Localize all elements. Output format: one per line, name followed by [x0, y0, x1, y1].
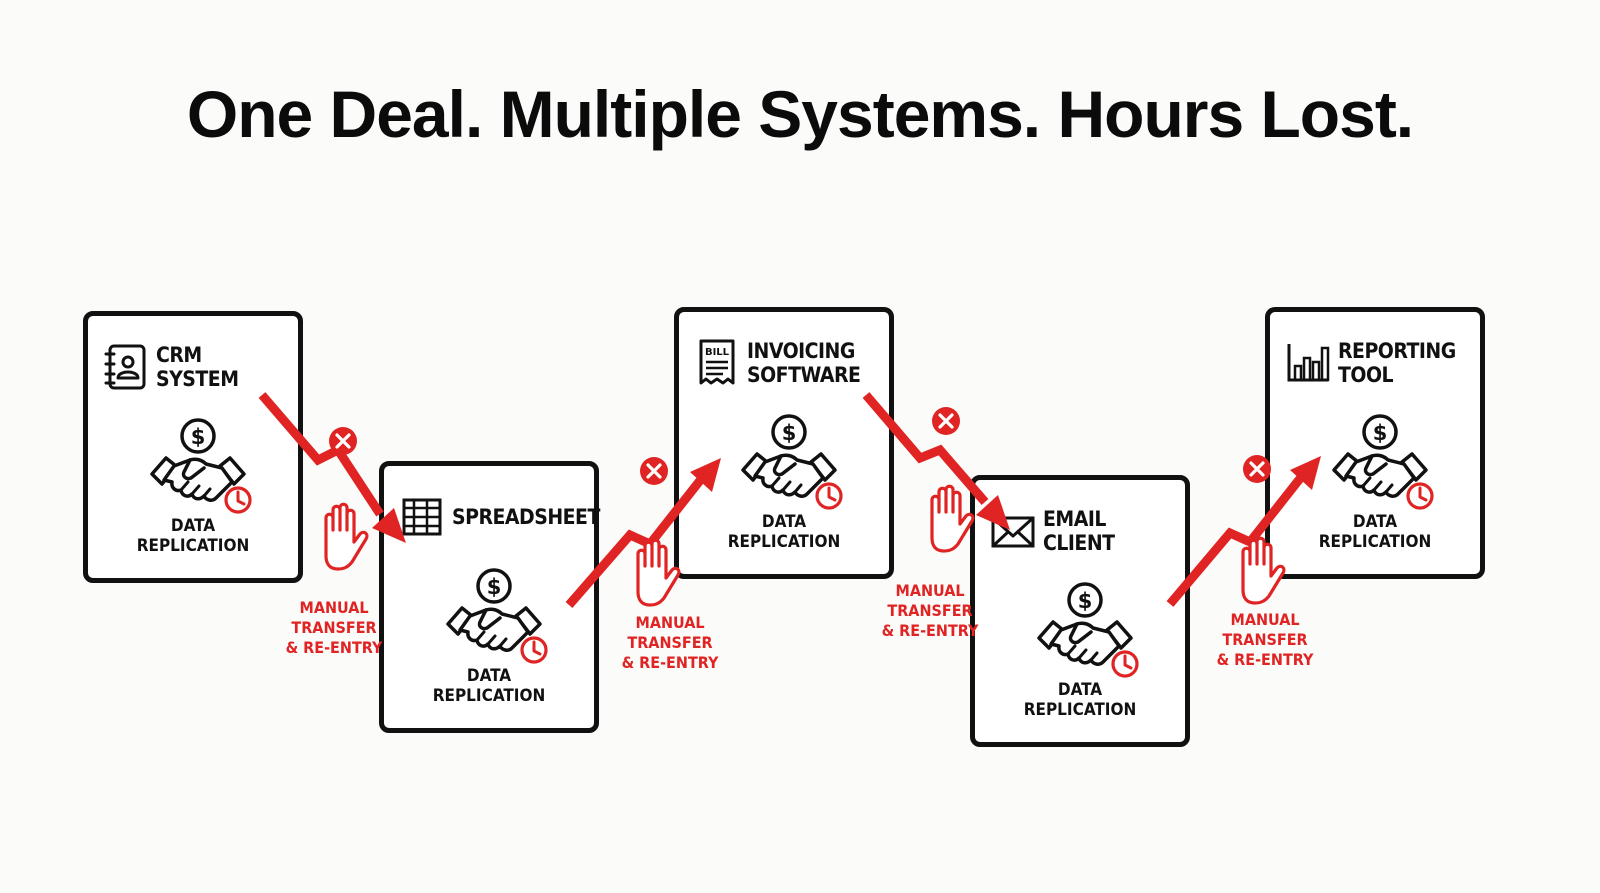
bill-text: BILL [705, 347, 730, 358]
crm-system-card: CRM SYSTEM DATA REPLICATION [83, 311, 303, 583]
card-caption: DATA REPLICATION [1023, 680, 1137, 720]
transfer-label-4: MANUAL TRANSFER & RE-ENTRY [1216, 610, 1314, 669]
bill-receipt-icon: BILL [699, 339, 735, 385]
card-header: SPREADSHEET [400, 492, 600, 542]
page-title: One Deal. Multiple Systems. Hours Lost. [186, 77, 1414, 151]
card-caption: DATA REPLICATION [136, 516, 250, 556]
card-caption: DATA REPLICATION [1318, 512, 1432, 552]
bar-chart-icon [1287, 344, 1330, 382]
error-x-icon [930, 405, 962, 437]
transfer-label-1: MANUAL TRANSFER & RE-ENTRY [285, 598, 383, 657]
system-name: CRM SYSTEM [156, 343, 239, 391]
system-name: INVOICING SOFTWARE [747, 339, 861, 387]
system-name: EMAIL CLIENT [1043, 507, 1115, 555]
error-x-icon [327, 425, 359, 457]
handshake-icon [737, 412, 847, 512]
email-client-card: EMAIL CLIENT DATA REPLICATION [970, 475, 1190, 747]
system-name: REPORTING TOOL [1338, 339, 1456, 387]
raised-hand-icon [636, 538, 681, 607]
spreadsheet-card: SPREADSHEET DATA REPLICATION [379, 461, 600, 733]
handshake-icon [146, 416, 256, 516]
card-header: BILL INVOICING SOFTWARE [695, 338, 881, 388]
raised-hand-icon [324, 502, 369, 571]
envelope-icon [991, 516, 1035, 548]
invoicing-software-card: BILL INVOICING SOFTWARE DATA REPLICATION [674, 307, 894, 579]
transfer-label-2: MANUAL TRANSFER & RE-ENTRY [621, 613, 719, 672]
contact-book-icon [104, 344, 146, 390]
card-caption: DATA REPLICATION [727, 512, 841, 552]
error-x-icon [638, 455, 670, 487]
spreadsheet-grid-icon [402, 498, 442, 536]
system-name: SPREADSHEET [452, 505, 600, 529]
card-header: EMAIL CLIENT [991, 506, 1177, 556]
transfer-label-3: MANUAL TRANSFER & RE-ENTRY [881, 581, 979, 640]
handshake-icon [1328, 412, 1438, 512]
handshake-icon [442, 566, 552, 666]
reporting-tool-card: REPORTING TOOL DATA REPLICATION [1265, 307, 1485, 579]
handshake-icon [1033, 580, 1143, 680]
card-header: CRM SYSTEM [104, 342, 290, 392]
card-header: REPORTING TOOL [1286, 338, 1472, 388]
raised-hand-icon [930, 484, 975, 553]
card-caption: DATA REPLICATION [432, 666, 546, 706]
